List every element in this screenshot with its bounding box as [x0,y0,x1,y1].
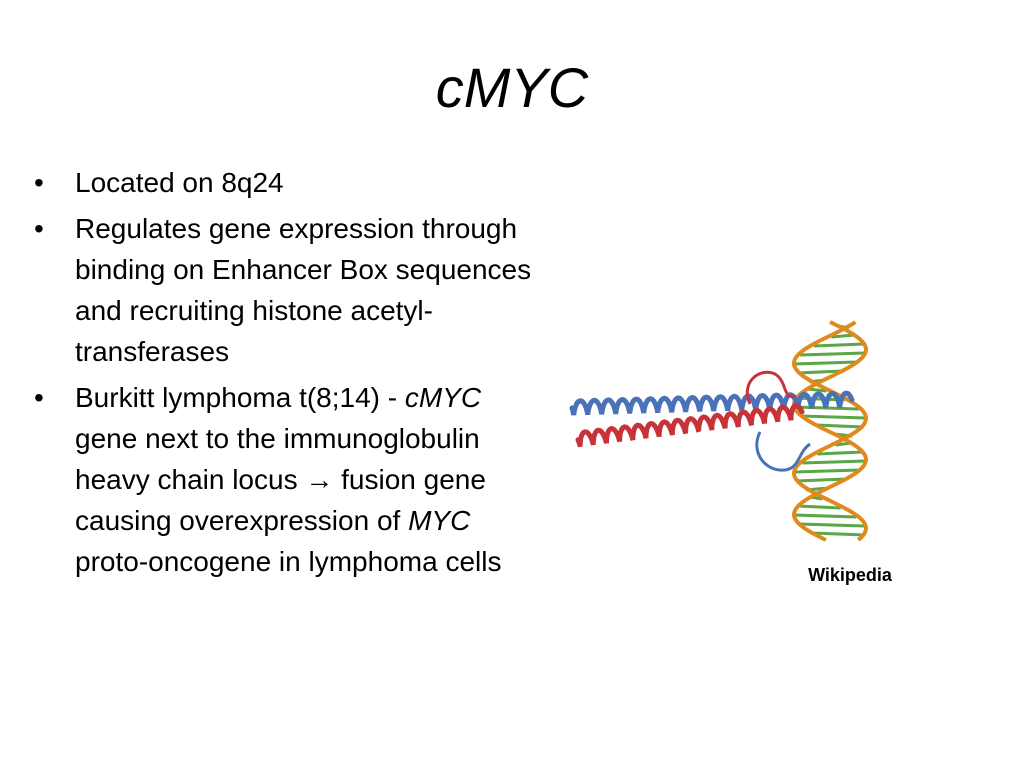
protein-helices [569,370,855,472]
image-caption: Wikipedia [808,565,892,585]
protein-loop-blue [755,431,811,472]
bullet-item: • Located on 8q24 [34,162,534,203]
bullet-item: • Regulates gene expression through bind… [34,208,534,372]
dna-base-pair [794,360,858,366]
dna-backbone-strand [791,320,869,542]
dna-base-pair [801,414,866,420]
dna-base-pair [798,504,841,510]
dna-base-pair [815,423,864,429]
dna-base-pair [794,468,860,474]
slide-title: cMYC [435,56,589,119]
dna-base-pair [799,522,865,528]
bullet-text: Burkitt lymphoma t(8;14) - cMYC gene nex… [75,382,501,577]
bullet-dot: • [34,213,44,244]
dna-base-pair [812,531,865,537]
gene-name-italic: MYC [408,505,471,536]
dna-base-pair [795,477,846,483]
bullet-text-part: gene next to the immunoglobulin heavy ch… [75,423,480,495]
gene-name-italic: cMYC [404,382,482,413]
bullet-list: • Located on 8q24 • Regulates gene expre… [34,162,534,587]
dna-backbone-strand [791,320,869,542]
bullet-text-part: proto-oncogene in lymphoma cells [75,546,502,577]
dna-helix [791,320,869,542]
protein-dna-illustration [569,320,869,542]
dna-base-pair [799,351,866,357]
protein-loop-red [745,370,797,405]
arrow-symbol: → [305,464,334,495]
bullet-text-part: fusion gene causing overexpression of [75,464,486,536]
bullet-text: Regulates gene expression through bindin… [75,213,532,367]
bullet-text: Located on 8q24 [75,167,284,198]
bullet-item: • Burkitt lymphoma t(8;14) - cMYC gene n… [34,377,534,582]
bullet-text-part: Burkitt lymphoma t(8;14) - [75,382,405,413]
bullet-dot: • [34,382,44,413]
dna-base-pair [797,369,843,375]
dna-base-pair [831,333,855,339]
dna-base-pair [817,450,863,456]
bullet-dot: • [34,167,44,198]
dna-base-pair [802,459,866,465]
protein-helix-red [575,402,805,448]
protein-helix-blue [569,390,855,416]
dna-base-pair [813,342,865,348]
dna-base-pair [793,513,857,519]
